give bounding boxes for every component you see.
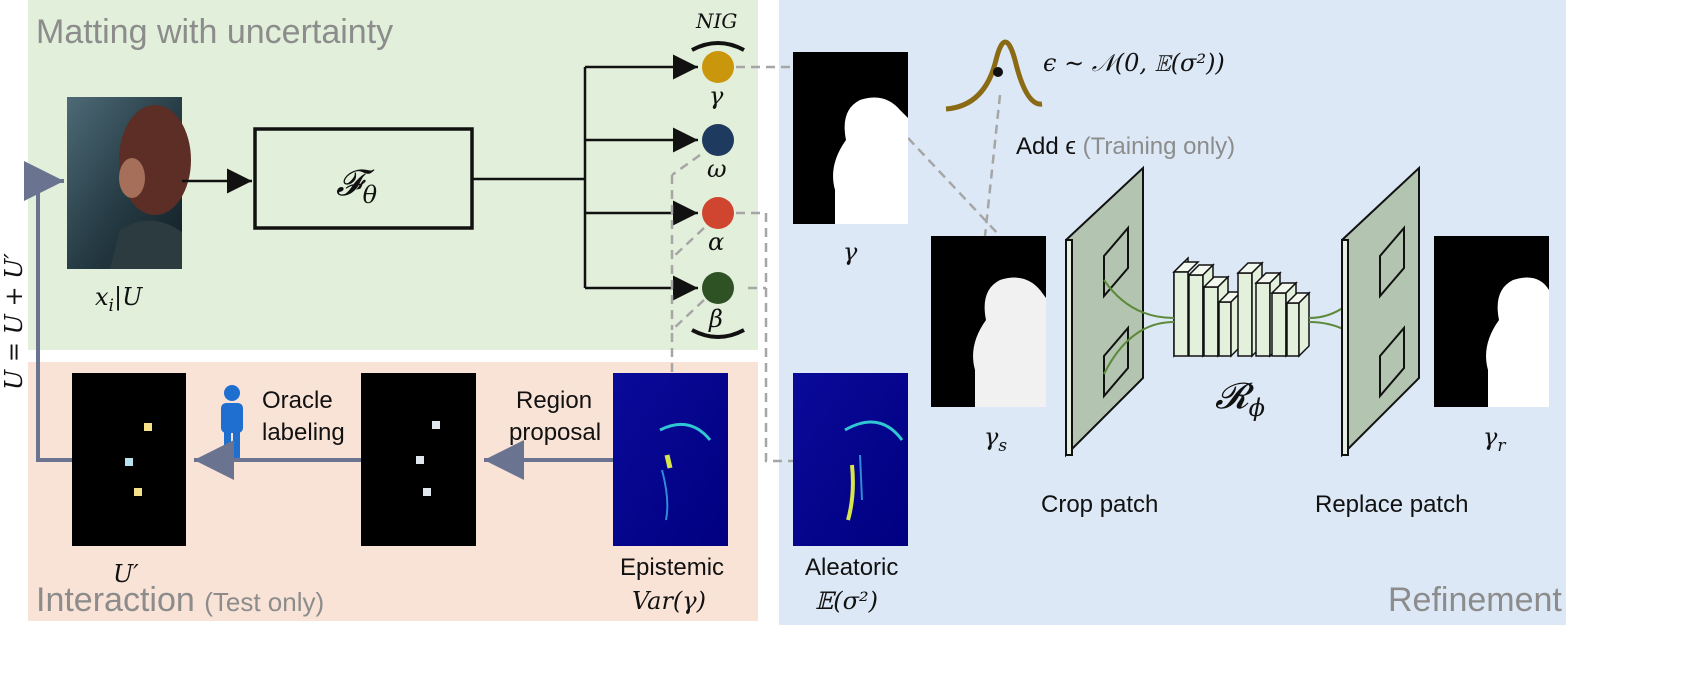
gamma-r-map [1434, 236, 1549, 407]
input-label: xi|U [95, 283, 143, 316]
beta-output-label: β [708, 305, 723, 333]
update-rule-label: U = U + U′ [0, 253, 28, 390]
oracle-label-line1: Oracle [262, 387, 333, 414]
crop-plate [1065, 165, 1144, 458]
training-only-note: (Training only) [1083, 133, 1236, 160]
interaction-panel-title: Interaction (Test only) [36, 581, 324, 619]
matting-panel-title: Matting with uncertainty [36, 13, 393, 51]
aleatoric-title: Aleatoric [805, 554, 898, 581]
gamma-s-map [931, 236, 1046, 407]
refinement-network [1172, 256, 1311, 358]
gamma-map-label: γ [843, 238, 858, 266]
epistemic-map [613, 373, 728, 546]
aleatoric-math: 𝔼(σ²) [815, 587, 878, 615]
noise-formula: ϵ ∼ 𝒩(0, 𝔼(σ²)) [1043, 49, 1225, 77]
gamma-circle [702, 51, 734, 83]
crop-patch-label: Crop patch [1041, 491, 1158, 518]
gamma-map [793, 52, 908, 224]
output-branches [472, 54, 698, 301]
alpha-circle [702, 197, 734, 229]
replace-patch-label: Replace patch [1315, 491, 1468, 518]
update-loop-arrow [24, 161, 72, 462]
gamma-output-label: γ [709, 82, 724, 110]
alpha-output-label: α [708, 228, 724, 256]
oracle-icon [221, 385, 243, 460]
omega-output-label: ω [707, 155, 727, 183]
beta-circle [702, 272, 734, 304]
dashed-connectors [670, 65, 1002, 463]
region-label-line1: Region [516, 387, 592, 414]
oracle-label-line2: labeling [262, 419, 345, 446]
gaussian-curve [945, 39, 1043, 112]
input-image [67, 97, 191, 269]
refinement-panel-title: Refinement [1388, 581, 1562, 619]
region-proposal-map [361, 373, 476, 546]
nig-bracket-bottom [691, 328, 745, 339]
user-map-label: U′ [113, 560, 139, 588]
nig-bracket-top [691, 41, 745, 52]
user-input-map [72, 373, 186, 546]
replace-plate [1341, 165, 1420, 458]
omega-circle [702, 124, 734, 156]
epistemic-math: Var(γ) [632, 587, 706, 615]
add-noise-label: Add ϵ (Training only) [1016, 133, 1235, 160]
test-only-note: (Test only) [204, 587, 324, 617]
epistemic-title: Epistemic [620, 554, 724, 581]
region-label-line2: proposal [509, 419, 601, 446]
aleatoric-map [793, 373, 908, 546]
nig-label: NIG [695, 9, 737, 33]
gaussian-sample-point [993, 67, 1003, 77]
